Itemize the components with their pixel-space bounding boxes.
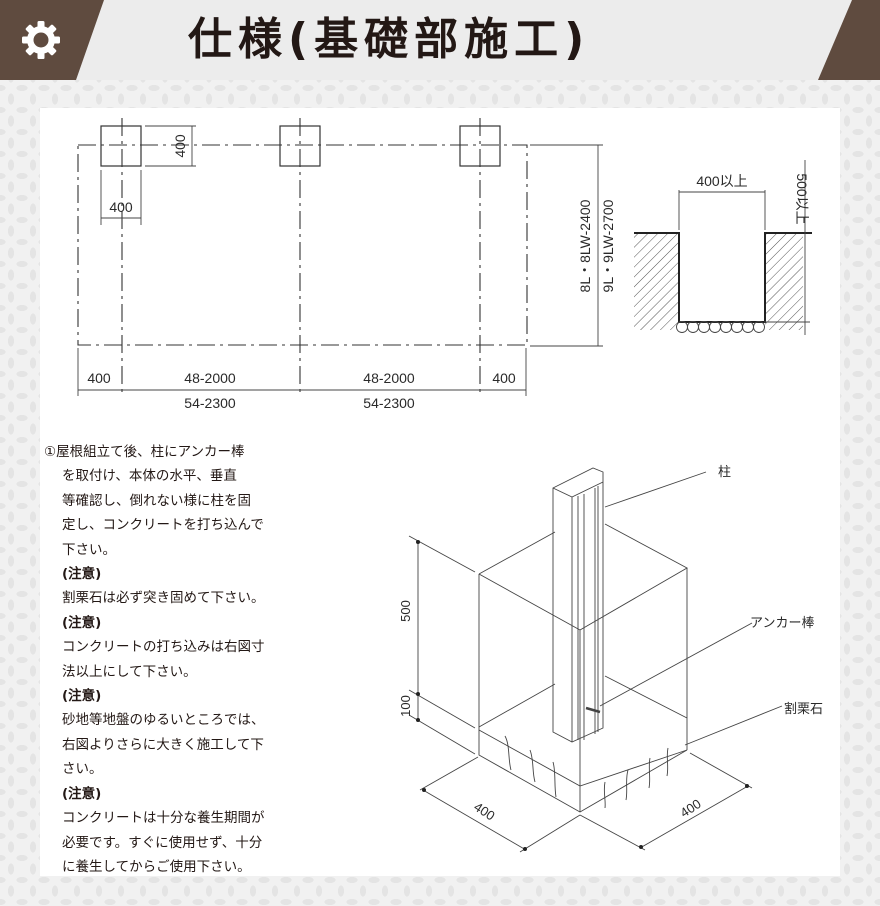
span2-dim-top: 48-2000 bbox=[363, 370, 415, 386]
construction-notes: ①屋根組立て後、柱にアンカー棒 を取付け、本体の水平、垂直 等確認し、倒れない様… bbox=[44, 440, 284, 879]
section-depth-dim: 500以上 bbox=[794, 173, 810, 224]
caution-text: 右図よりさらに大きく施工して下 bbox=[62, 736, 264, 753]
gear-icon bbox=[22, 21, 60, 59]
height-500-dim: 500 bbox=[398, 600, 413, 622]
caution-heading: (注意) bbox=[62, 785, 102, 802]
section-width-dim: 400以上 bbox=[696, 173, 747, 189]
note-line: 下さい。 bbox=[62, 541, 116, 558]
right-end-dim: 400 bbox=[492, 370, 516, 386]
anchor-label: アンカー棒 bbox=[750, 615, 814, 630]
note-line: 等確認し、倒れない様に柱を固 bbox=[62, 492, 251, 509]
base-right-dim: 400 bbox=[677, 796, 703, 820]
caution-heading: (注意) bbox=[62, 614, 102, 631]
caution-text: コンクリートの打ち込みは右図寸 bbox=[62, 639, 265, 656]
note-line: を取付け、本体の水平、垂直 bbox=[62, 468, 237, 485]
span2-dim-bottom: 54-2300 bbox=[363, 395, 415, 411]
note-line: ①屋根組立て後、柱にアンカー棒 bbox=[44, 444, 245, 460]
post-height-dim: 400 bbox=[172, 134, 188, 158]
page-title: 仕様(基礎部施工) bbox=[188, 14, 591, 65]
post-width-dim: 400 bbox=[109, 199, 133, 215]
caution-text: に養生してからご使用下さい。 bbox=[62, 858, 251, 875]
post-label: 柱 bbox=[718, 464, 731, 479]
caution-text: 法以上にして下さい。 bbox=[62, 663, 197, 680]
span1-dim-bottom: 54-2300 bbox=[184, 395, 236, 411]
caution-text: コンクリートは十分な養生期間が bbox=[62, 810, 265, 827]
caution-text: さい。 bbox=[62, 761, 103, 778]
caution-text: 必要です。すぐに使用せず、十分 bbox=[62, 834, 263, 851]
base-left-dim: 400 bbox=[471, 799, 497, 823]
caution-heading: (注意) bbox=[62, 566, 102, 583]
span1-dim-top: 48-2000 bbox=[184, 370, 236, 386]
header-banner: 仕様(基礎部施工) bbox=[0, 0, 880, 80]
depth-dim-9l: 9L・9LW-2700 bbox=[600, 199, 616, 292]
caution-text: 砂地等地盤のゆるいところでは、 bbox=[62, 712, 265, 729]
depth-dim-8l: 8L・8LW-2400 bbox=[577, 199, 593, 292]
height-100-dim: 100 bbox=[398, 695, 413, 717]
left-end-dim: 400 bbox=[87, 370, 111, 386]
content-panel bbox=[40, 108, 840, 876]
caution-text: 割栗石は必ず突き固めて下さい。 bbox=[62, 590, 265, 607]
gravel-label: 割栗石 bbox=[784, 701, 823, 716]
caution-heading: (注意) bbox=[62, 688, 102, 705]
note-line: 定し、コンクリートを打ち込んで bbox=[62, 517, 264, 534]
